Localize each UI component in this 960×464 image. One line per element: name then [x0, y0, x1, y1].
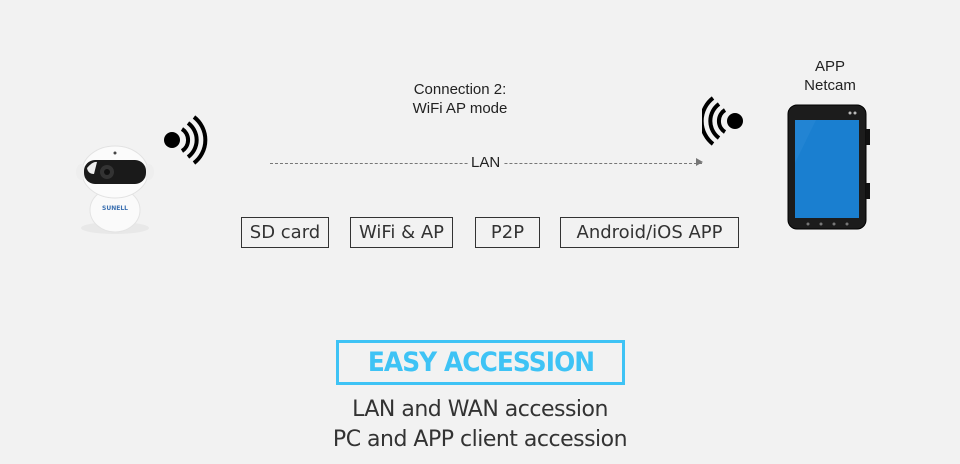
app-label-line1: APP	[814, 58, 845, 75]
headline-box: EASY ACCESSION	[336, 340, 625, 385]
feature-label: Android/iOS APP	[576, 222, 723, 243]
lan-label: LAN	[468, 154, 504, 171]
feature-wifi-ap: WiFi & AP	[350, 217, 453, 248]
connection-label-line1: Connection 2:	[413, 81, 507, 98]
feature-label: SD card	[249, 222, 321, 243]
feature-label: P2P	[490, 222, 525, 243]
feature-p2p: P2P	[475, 217, 540, 248]
svg-text:SUNELL: SUNELL	[102, 205, 128, 212]
connection-label-line2: WiFi AP mode	[412, 100, 508, 117]
wifi-signal-icon-right	[702, 96, 743, 146]
feature-label: WiFi & AP	[358, 222, 445, 243]
headline-title: EASY ACCESSION	[367, 347, 594, 378]
headline-line-1: LAN and WAN accession	[352, 397, 608, 422]
headline-line-2: PC and APP client accession	[332, 427, 628, 452]
app-label: APP Netcam	[780, 57, 880, 95]
wifi-signal-icon	[164, 115, 208, 165]
camera-icon: SUNELL	[76, 145, 154, 234]
feature-android-ios-app: Android/iOS APP	[560, 217, 739, 248]
connection-label: Connection 2: WiFi AP mode	[380, 80, 540, 118]
app-label-line2: Netcam	[804, 77, 856, 94]
arrow-right-icon	[696, 158, 703, 166]
tablet-icon	[787, 104, 870, 230]
feature-sd-card: SD card	[241, 217, 329, 248]
